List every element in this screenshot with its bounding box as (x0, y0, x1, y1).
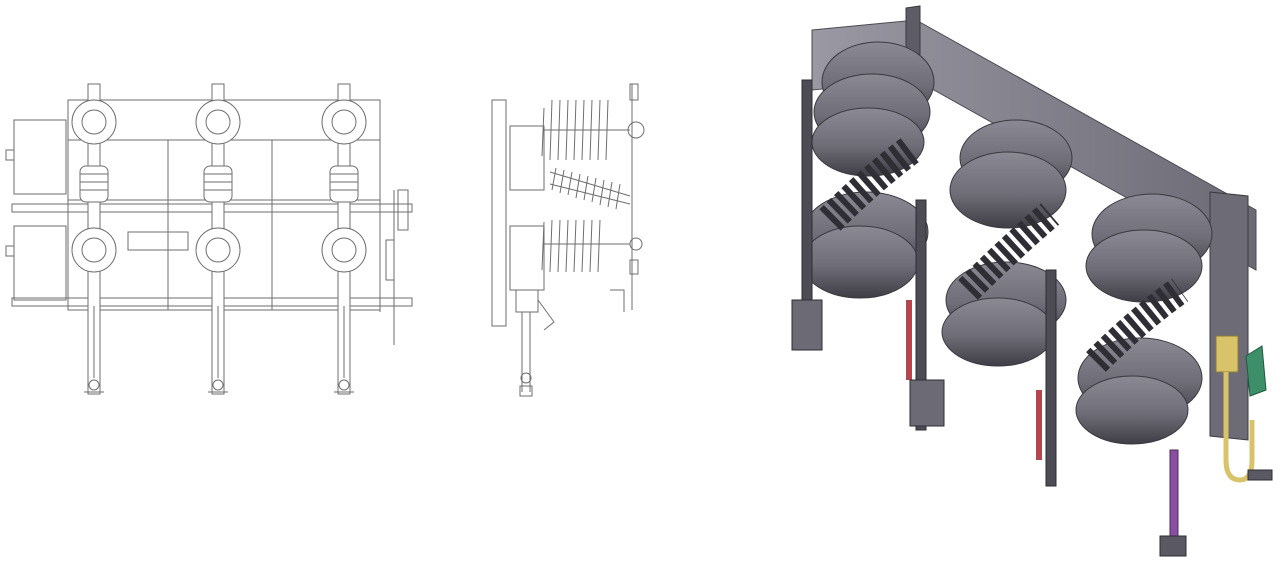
left-lower-box (13, 225, 67, 301)
phase-3-red-rod (1036, 390, 1042, 460)
iso-phase-2 (906, 119, 1073, 431)
mounting-channel (491, 99, 507, 327)
handle-green-lever (1245, 345, 1267, 397)
isometric-render (740, 0, 1277, 566)
diagonal-insulator (549, 167, 631, 210)
side-elevation-svg (491, 83, 645, 397)
upper-insulator (509, 99, 645, 191)
iso-phase-1 (791, 41, 935, 351)
front-elevation-svg (5, 83, 413, 395)
phase-3-purple-rod (1169, 449, 1179, 541)
left-upper-box (13, 119, 67, 195)
operating-handle (1215, 335, 1273, 483)
iso-phase-3 (1036, 193, 1213, 557)
lower-insulator (509, 219, 643, 291)
phase-2-blade (915, 199, 927, 431)
isometric-svg (791, 5, 1273, 557)
phase-c-pole (321, 83, 367, 395)
right-end-plate (1209, 191, 1249, 441)
nameplate (127, 231, 189, 251)
phase-b-pole (195, 83, 241, 395)
phase-3-blade (1045, 269, 1057, 487)
phase-2-red-rod (906, 300, 912, 380)
handle-yellow-shackle (1223, 372, 1255, 483)
front-elevation-drawing (0, 0, 440, 566)
phase-a-pole (71, 83, 117, 395)
side-elevation-drawing (480, 0, 680, 566)
